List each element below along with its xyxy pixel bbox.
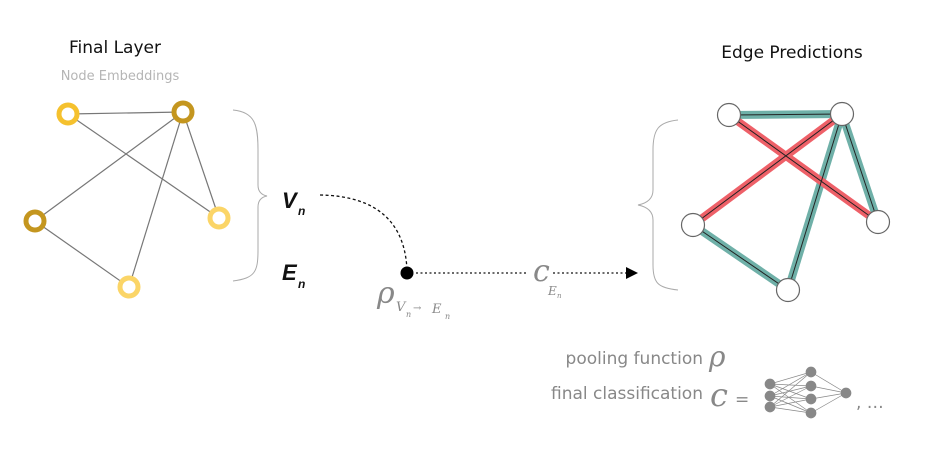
ellipsis: , … bbox=[856, 393, 884, 413]
left-graph-nodes bbox=[23, 100, 231, 299]
edge bbox=[182, 111, 220, 219]
e-label: E bbox=[282, 260, 298, 285]
right-brace bbox=[637, 119, 679, 291]
rho-symbol: ρ bbox=[376, 276, 395, 311]
right-title: Edge Predictions bbox=[721, 43, 863, 63]
pooling-node bbox=[400, 266, 414, 280]
right-graph-nodes bbox=[680, 101, 891, 303]
edge bbox=[128, 111, 184, 288]
neural-network-icon bbox=[764, 366, 852, 419]
rho-sub-v: V bbox=[396, 300, 407, 315]
arrowhead-icon bbox=[626, 267, 638, 279]
classifier-sub-e: E bbox=[547, 284, 557, 298]
node bbox=[775, 277, 801, 303]
predicted-edge-cores bbox=[692, 113, 879, 291]
rho-sub-vn: n bbox=[406, 310, 411, 319]
node bbox=[171, 100, 195, 124]
v-subscript: n bbox=[298, 204, 305, 218]
v-to-pool-path bbox=[319, 194, 408, 271]
left-subtitle: Node Embeddings bbox=[61, 69, 180, 84]
left-graph-edges bbox=[34, 111, 220, 288]
node bbox=[716, 102, 742, 128]
e-subscript: n bbox=[298, 277, 305, 291]
left-title: Final Layer bbox=[69, 38, 161, 58]
node bbox=[117, 275, 141, 299]
classifier-sub-n: n bbox=[557, 292, 562, 300]
node bbox=[829, 101, 855, 127]
classifier-symbol: c bbox=[533, 254, 550, 289]
edge bbox=[67, 113, 220, 219]
rho-sub-arrow: → bbox=[413, 303, 422, 314]
classification-symbol: c bbox=[710, 376, 728, 414]
pooling-symbol: ρ bbox=[708, 340, 726, 373]
edge bbox=[34, 220, 130, 288]
equals-sign: = bbox=[735, 390, 749, 410]
pooling-label: pooling function bbox=[566, 349, 703, 369]
edge bbox=[34, 111, 184, 222]
node bbox=[23, 209, 47, 233]
edge bbox=[67, 111, 184, 115]
left-brace bbox=[232, 109, 268, 282]
node bbox=[680, 212, 706, 238]
rho-sub-en: n bbox=[445, 312, 450, 321]
node bbox=[865, 209, 891, 235]
v-label: V bbox=[282, 188, 299, 213]
rho-sub-e: E bbox=[431, 302, 442, 317]
classification-label: final classification bbox=[551, 384, 703, 404]
node bbox=[207, 206, 231, 230]
node bbox=[56, 102, 80, 126]
